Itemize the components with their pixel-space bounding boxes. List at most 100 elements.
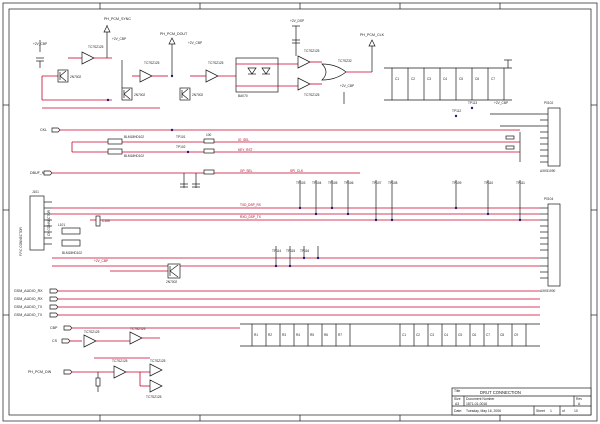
testpoint-label: TP109 xyxy=(452,181,462,185)
transistor-q104: 2N7002 xyxy=(110,263,181,284)
svg-text:TC7SZ125: TC7SZ125 xyxy=(88,45,104,49)
testpoint-label: TP102 xyxy=(176,145,186,149)
svg-text:R1: R1 xyxy=(254,333,258,337)
connector-j101: J101 F.P.C CONNECTOR CN CONNECTOR xyxy=(19,190,52,256)
testpoint-label: TP111 xyxy=(516,181,525,185)
testpoint-label: TP113 xyxy=(468,101,477,105)
port-label-gsm-tx: GSM_AUDIO_TX xyxy=(14,305,43,309)
port-pcm-dout xyxy=(168,37,176,45)
net-label-e: TXD_DSP_RX xyxy=(240,203,262,207)
rev-label: Rev xyxy=(576,397,582,401)
svg-text:AXK51900: AXK51900 xyxy=(540,289,555,293)
power-label-1: +2V_CBP xyxy=(33,42,47,46)
svg-text:TC7SZ125: TC7SZ125 xyxy=(144,61,160,65)
size-value: A3 xyxy=(455,402,459,406)
connector-p0102: P0102 AXK51090 xyxy=(540,101,561,173)
power-rail-top-left: +2V_CBP xyxy=(33,40,47,68)
svg-text:C3: C3 xyxy=(427,77,431,81)
net-label-f: RXD_DSP_TX xyxy=(240,215,262,219)
testpoint-label: TP114 xyxy=(272,249,281,253)
title-label: Title xyxy=(454,389,460,393)
buffer-u107: TC7SZ125 TC7SZ125 TC7SZ125 xyxy=(112,359,166,399)
testpoint-label: TP110 xyxy=(484,181,493,185)
testpoint-label: TP115 xyxy=(286,249,295,253)
svg-text:2N7002: 2N7002 xyxy=(134,93,145,97)
buffer-u103: TC7SZ125 xyxy=(190,61,236,83)
svg-text:C2: C2 xyxy=(416,333,420,337)
power-rail-label: +2V_CBP xyxy=(94,259,108,263)
testpoint-label: TP108 xyxy=(388,181,398,185)
size-label: Size xyxy=(454,397,461,401)
testpoint-cluster-mid xyxy=(275,196,521,266)
capacitor-pair-mid xyxy=(180,173,200,188)
svg-text:C5: C5 xyxy=(459,77,463,81)
svg-text:C105: C105 xyxy=(102,219,110,223)
svg-text:R6: R6 xyxy=(324,333,328,337)
transistor-q2: 2N7002 xyxy=(121,87,145,101)
svg-text:TC7SZ125: TC7SZ125 xyxy=(112,359,128,363)
svg-text:R4: R4 xyxy=(296,333,300,337)
mid-resistor-ladder xyxy=(299,180,521,196)
svg-text:C5: C5 xyxy=(458,333,462,337)
net-label-c: GP_SEL xyxy=(240,169,253,173)
buffer-u101: TC7SZ125 xyxy=(68,45,112,65)
testpoint-label: TP101 xyxy=(176,135,186,139)
svg-text:C9: C9 xyxy=(514,333,518,337)
svg-text:2N7002: 2N7002 xyxy=(192,93,203,97)
sheet-label: Sheet xyxy=(536,409,545,413)
date-value: Tuesday, May 16, 2006 xyxy=(466,409,501,413)
svg-text:CN CONNECTOR: CN CONNECTOR xyxy=(47,209,51,236)
testpoint-label: TP106 xyxy=(344,181,354,185)
port-label-clk: CKL xyxy=(40,128,47,132)
doc-number: 1871-01-0016 xyxy=(466,402,487,406)
svg-text:J101: J101 xyxy=(32,190,39,194)
svg-text:R5: R5 xyxy=(310,333,314,337)
svg-text:AXK51090: AXK51090 xyxy=(540,169,555,173)
svg-text:C4: C4 xyxy=(444,333,448,337)
svg-text:R2: R2 xyxy=(268,333,272,337)
svg-text:C6: C6 xyxy=(475,77,479,81)
svg-text:100: 100 xyxy=(206,133,212,137)
svg-text:F.P.C CONNECTOR: F.P.C CONNECTOR xyxy=(19,227,23,256)
title-block: Title DRUT CONNECTION Size A3 Document N… xyxy=(451,387,592,416)
power-label-2: +2V_CBP xyxy=(112,37,126,41)
svg-text:R3: R3 xyxy=(282,333,286,337)
buffer-u102: TC7SZ125 xyxy=(132,61,168,83)
power-label-6: +2V_CBP xyxy=(494,101,508,105)
svg-text:+2V_DSP: +2V_DSP xyxy=(290,19,304,23)
port-pcm-clk xyxy=(368,39,376,47)
port-label-pcm-clk: PH_PCM_CLK xyxy=(360,33,385,37)
svg-text:C3: C3 xyxy=(430,333,434,337)
power-dsp: +2V_DSP xyxy=(290,19,304,56)
svg-text:P0104: P0104 xyxy=(544,197,553,201)
power-label-3: +2V_CBP xyxy=(188,41,202,45)
port-pcm-sync xyxy=(103,25,111,33)
svg-text:BLM18HD102: BLM18HD102 xyxy=(124,135,144,139)
transistor-q1: 2N7002 xyxy=(57,69,81,83)
net-label-d: SPI_CLK xyxy=(290,169,304,173)
sheet-value: 1 xyxy=(550,409,552,413)
diode-block: BAV70 xyxy=(235,57,300,98)
port-label-cbp: CBP xyxy=(50,326,58,330)
svg-text:TC7SZ125: TC7SZ125 xyxy=(150,359,166,363)
of-value: 10 xyxy=(574,409,578,413)
zone-ticks xyxy=(3,3,597,421)
buffer-u106: TC7SZ125 TC7SZ125 xyxy=(83,327,160,348)
svg-text:BLM18HD102: BLM18HD102 xyxy=(62,251,82,255)
gsm-audio-ports: GSM_AUDIO_RX GSM_AUDIO_RX GSM_AUDIO_TX G… xyxy=(14,288,59,318)
junction-dots xyxy=(106,74,522,268)
doc-label: Document Number xyxy=(466,397,495,401)
svg-text:L101: L101 xyxy=(58,223,65,227)
rev-value: A xyxy=(578,402,581,406)
svg-text:2N7002: 2N7002 xyxy=(70,75,81,79)
svg-text:C8: C8 xyxy=(500,333,504,337)
testpoint-labels: TP101 TP102 TP103 TP104 TP105 TP106 TP10… xyxy=(176,101,525,253)
port-label-gsm-txr: GSM_AUDIO_TX xyxy=(14,313,43,317)
testpoint-label: TP104 xyxy=(312,181,322,185)
testpoint-label: TP107 xyxy=(372,181,382,185)
transistor-q3: 2N7002 xyxy=(179,87,203,101)
